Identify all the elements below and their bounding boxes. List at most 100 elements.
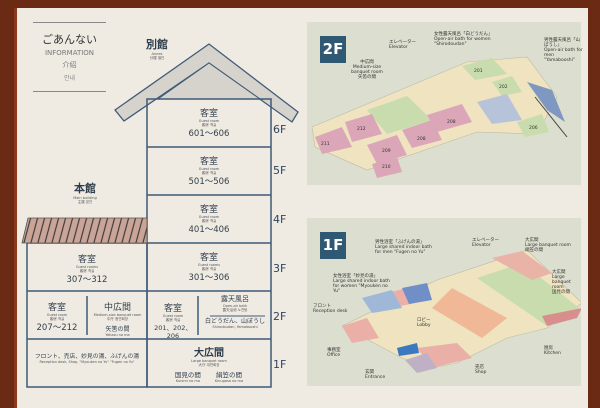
kitchen-label: 厨房	[544, 346, 553, 351]
annex-4f-rooms: 客室 Guest room 客房 객실 401～406	[147, 202, 271, 235]
room-numbers: 207～212	[36, 323, 78, 333]
floor-label-2f: 2F	[273, 310, 287, 323]
kitchen-label-en: Kitchen	[544, 351, 561, 356]
room-yahazu: 矢筈の間	[105, 326, 130, 333]
info-title-zh: 介绍	[62, 61, 77, 69]
hall-name: 大広間	[194, 348, 224, 359]
lobby-label-en: Lobby	[417, 323, 431, 328]
hall-name-en: Large banquet room	[191, 359, 227, 363]
floor-label-4f: 4F	[273, 213, 287, 226]
bath-women-label: 女性露天風呂「白どうだん」	[434, 32, 493, 37]
room-208: 208	[417, 137, 426, 142]
bath-men-label-en: Open-air bath for men "Yamabooshi"	[544, 48, 583, 63]
office-label: 事務室	[327, 348, 341, 353]
room-type: 客室	[77, 255, 96, 265]
room-type: 客室	[163, 304, 182, 314]
front-label: フロント	[313, 304, 331, 309]
bath-name: 露天風呂	[221, 295, 249, 303]
main-building-name: 本館	[74, 182, 96, 195]
hall-label-en: Large banquet room	[552, 275, 571, 290]
room-type: 客室	[199, 157, 218, 167]
bath-women-label-en: Large shared indoor bath for women "Myou…	[333, 279, 390, 294]
main-building-roof	[21, 217, 148, 244]
bath-men-label-en: Large shared indoor bath for men "Fugen …	[375, 245, 432, 255]
room-type-sub: 客房 객실	[49, 317, 65, 321]
main-1f-facilities: フロント、売店、妙見の湯、ふげんの湯 Reception desk, Shop,…	[27, 351, 147, 364]
info-title-ja: ごあんない	[42, 33, 97, 46]
room-type-en: Guest rooms	[75, 265, 99, 269]
room-type-en: Guest room	[46, 313, 68, 317]
room-type-sub: 客房 객실	[201, 219, 217, 223]
bath-men-label: 男性浴室「ふげんの湯」	[375, 240, 425, 245]
facilities-list-en: Reception desk, Shop, "Myouken no Yu" "F…	[39, 360, 135, 364]
info-title-ko: 안내	[63, 75, 76, 82]
room-202: 202	[499, 85, 508, 90]
hall-name-sub: 大厅 대연회장	[198, 363, 220, 367]
hall-label-en: Large banquet room	[525, 243, 571, 248]
annex-roof	[114, 43, 299, 123]
label-bath-women-2f: 女性露天風呂「白どうだん」Open-air bath for women "Sh…	[434, 32, 499, 47]
room-211: 211	[321, 142, 330, 147]
elevator-label: エレベーター	[389, 40, 416, 45]
annex-5f-rooms: 客室 Guest room 客房 객실 501～506	[147, 154, 271, 187]
label-bath-men-1f: 男性浴室「ふげんの湯」Large shared indoor bath for …	[375, 240, 435, 255]
room-kinugasa: 絹笠の間	[216, 371, 242, 379]
room-type-sub: 客房 객실	[201, 171, 217, 175]
info-title-en: INFORMATION	[44, 49, 95, 57]
room-209: 209	[382, 149, 391, 154]
bath-name-en: Open-air bath	[222, 304, 248, 308]
main-building-name-sub: 主楼 본관	[77, 200, 93, 204]
office-label-en: Office	[327, 353, 341, 358]
hall-label-en: Medium-size banquet room	[351, 65, 383, 75]
shop-label-en: Shop	[475, 370, 487, 375]
room-type: 客室	[199, 253, 218, 263]
room-numbers: 401～406	[188, 225, 230, 235]
room-206: 206	[529, 126, 538, 131]
hall-name: 中広間	[103, 303, 131, 313]
bath-women-label-en: Open-air bath for women "Shirodoudan"	[434, 37, 491, 47]
elevator-label: エレベーター	[472, 238, 499, 243]
bath-women-label: 女性浴室「妙見の湯」	[333, 274, 378, 279]
annex-2f-rooms: 客室 Guest room 客房 객실 201、202、206	[149, 301, 197, 340]
lobby-label: ロビー	[417, 318, 431, 323]
room-type: 客室	[47, 303, 66, 313]
annex-2f-open-air-bath: 露天風呂 Open-air bath 露天浴池 노천탕 白どうだん、山ぼうし S…	[199, 294, 271, 329]
annex-name-en: Annex	[151, 52, 163, 56]
room-numbers: 501～506	[188, 177, 230, 187]
room-201: 201	[474, 69, 483, 74]
hall-room-label: 絹笠の間	[525, 248, 543, 253]
elevator-label-en: Elevator	[472, 243, 491, 248]
floor-label-1f: 1F	[273, 358, 287, 371]
shop-label: 売店	[475, 365, 484, 370]
hall-label: 中広間	[360, 60, 374, 65]
room-type-sub: 客房 객실	[201, 123, 217, 127]
annex-name-sub: 分楼 별관	[149, 56, 165, 60]
room-type-en: Guest room	[198, 215, 220, 219]
info-box: ごあんない INFORMATION 介绍 안내	[33, 22, 106, 92]
hall-name-en: Medium-size banquet room	[93, 313, 142, 317]
floor-badge-2f: 2F	[320, 36, 346, 63]
annex-3f-rooms: 客室 Guest rooms 客房 객실 301～306	[147, 250, 271, 283]
room-kinugasa-en: Kinugasa no ma	[214, 379, 244, 383]
floor-map-1f: 1F 男性浴室「ふげんの湯」Large shared indoor bath f…	[307, 218, 581, 386]
room-type-sub: 客房 객실	[201, 267, 217, 271]
elevator-label-en: Elevator	[389, 45, 408, 50]
room-210: 210	[382, 165, 391, 170]
main-building-label: 本館 Main building 主楼 본관	[60, 180, 110, 204]
floor-badge-1f: 1F	[320, 232, 346, 259]
floor-map-2f: 2F 211 212 210 209 208 208 201 202 206 エ…	[307, 22, 583, 185]
room-numbers: 307～312	[66, 275, 108, 285]
annex-6f-rooms: 客室 Guest room 客房 객실 601～606	[147, 106, 271, 139]
bath-name-sub: 露天浴池 노천탕	[222, 308, 248, 312]
